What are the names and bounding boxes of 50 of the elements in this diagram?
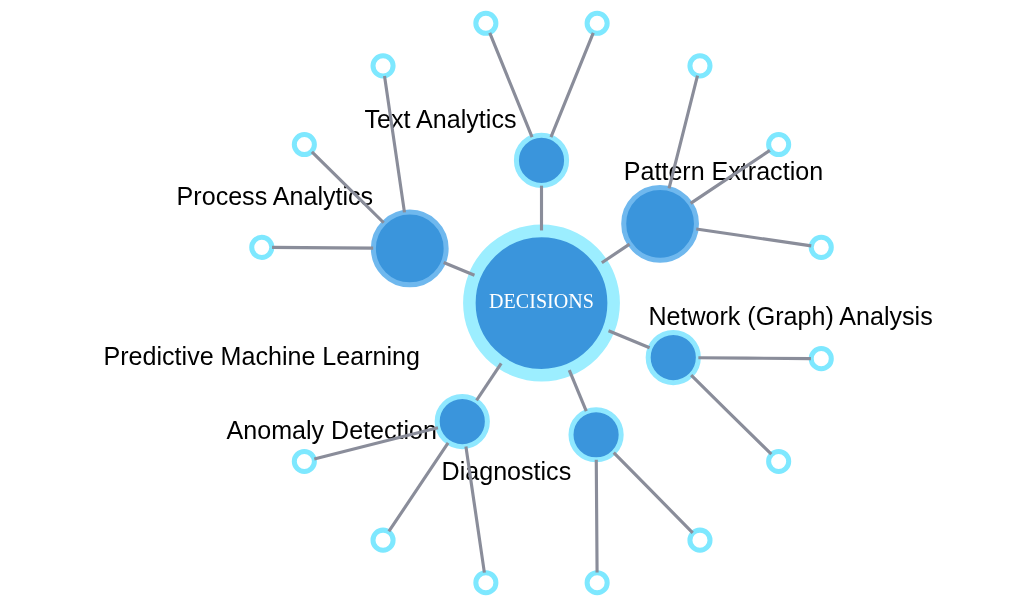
connector	[667, 75, 700, 189]
node-circle	[291, 448, 317, 474]
connector	[539, 185, 544, 231]
node-circle	[473, 10, 499, 36]
node-circle	[584, 570, 610, 596]
node-circle	[568, 407, 624, 463]
node-circle	[621, 184, 699, 263]
connector	[443, 261, 476, 277]
node-circle	[687, 53, 713, 79]
connector	[387, 441, 450, 533]
node-circle	[584, 10, 610, 36]
connector	[475, 362, 503, 402]
node-circle	[808, 346, 834, 372]
node-label: Text Analytics	[364, 104, 517, 133]
node-label: Diagnostics	[441, 456, 572, 485]
node-circle	[513, 132, 570, 188]
node-circle	[370, 53, 396, 79]
connector	[567, 369, 588, 412]
node-circle	[766, 132, 792, 158]
connector	[310, 150, 385, 224]
connector	[464, 446, 486, 573]
connector	[382, 75, 407, 213]
connector	[696, 227, 812, 248]
node-circle	[687, 527, 713, 553]
node-label: Pattern Extraction	[623, 156, 824, 185]
node-circle	[645, 329, 701, 386]
connector	[690, 374, 773, 456]
connector	[689, 149, 771, 205]
node-circle	[370, 209, 449, 288]
node-label: Process Analytics	[176, 181, 374, 210]
node-circle	[291, 132, 317, 158]
node-circle	[434, 394, 490, 450]
node-label: Anomaly Detection	[226, 416, 438, 445]
connector	[698, 356, 811, 361]
connector	[600, 242, 631, 264]
node-label: Network (Graph) Analysis	[648, 301, 933, 330]
connector	[549, 32, 595, 138]
node-circle	[766, 448, 792, 474]
node-circle	[370, 527, 396, 553]
connector	[272, 245, 374, 250]
connector	[594, 459, 599, 573]
connector	[607, 329, 651, 350]
connector	[488, 32, 534, 138]
node-circle	[249, 234, 275, 260]
node-circle	[473, 570, 499, 596]
label: Predictive Machine Learning	[103, 341, 420, 370]
connector	[612, 451, 694, 534]
node-circle: DECISIONS	[463, 224, 620, 382]
connector	[313, 426, 439, 461]
node-circle	[808, 234, 834, 260]
